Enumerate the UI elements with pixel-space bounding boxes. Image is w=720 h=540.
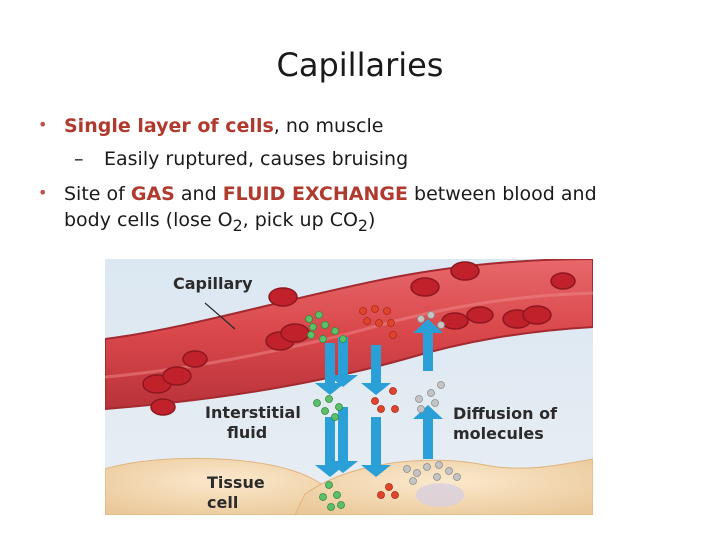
- bullet-2-text: Site of: [64, 183, 131, 205]
- bullet-1-highlight: Single layer of cells: [64, 115, 274, 137]
- red-blood-cells: [142, 261, 576, 416]
- arrow-up-icon: [413, 405, 443, 459]
- oxygen-lane-arrows: [361, 345, 391, 477]
- bullet-2-text: ): [368, 209, 376, 231]
- label-interstitial-fluid-1: Interstitial: [205, 403, 301, 422]
- diffusion-arrows: [328, 319, 443, 473]
- bullet-2-line-2: body cells (lose O2, pick up CO2): [38, 207, 678, 239]
- gas-highlight: GAS: [130, 183, 175, 205]
- label-tissue-cell-2: cell: [207, 493, 238, 512]
- subscript: 2: [232, 215, 243, 235]
- capillary-diagram: Capillary Interstitial fluid Diffusion o…: [105, 259, 593, 515]
- label-capillary: Capillary: [173, 274, 253, 293]
- bullet-2-text: between blood and: [407, 183, 597, 205]
- bullet-1-subitem: –Easily ruptured, causes bruising: [74, 146, 408, 172]
- label-diffusion-2: molecules: [453, 424, 544, 443]
- green-molecules: [305, 311, 347, 511]
- fluid-exchange-highlight: FLUID EXCHANGE: [222, 183, 408, 205]
- tissue-cells: [105, 457, 593, 515]
- capillary-illustration: Capillary Interstitial fluid Diffusion o…: [105, 259, 593, 515]
- bullet-1: • Single layer of cells, no muscle: [38, 112, 383, 139]
- slide-title: Capillaries: [276, 46, 444, 84]
- arrow-down-icon: [328, 337, 358, 387]
- bullet-2-text: , pick up CO: [242, 209, 358, 231]
- bullet-dot: •: [38, 115, 48, 134]
- bullet-2-text: and: [174, 183, 223, 205]
- label-interstitial-fluid-2: fluid: [227, 423, 267, 442]
- subscript: 2: [357, 215, 368, 235]
- sub-bullet-dash: –: [74, 148, 84, 170]
- red-molecules: [359, 305, 399, 499]
- gray-molecules: [403, 311, 461, 485]
- arrow-down-icon: [328, 407, 358, 473]
- label-diffusion-1: Diffusion of: [453, 404, 558, 423]
- bullet-1-text: , no muscle: [273, 115, 384, 137]
- capillary-pointer: [204, 302, 236, 330]
- nutrient-arrows: [315, 343, 345, 477]
- bullet-2: • Site of GAS and FLUID EXCHANGE between …: [38, 180, 678, 239]
- bullet-dot: •: [38, 183, 48, 202]
- label-tissue-cell-1: Tissue: [207, 473, 265, 492]
- bullet-2-text: body cells (lose O: [64, 209, 233, 231]
- arrow-up-icon: [413, 319, 443, 371]
- bullet-1-sub-text: Easily ruptured, causes bruising: [104, 148, 409, 170]
